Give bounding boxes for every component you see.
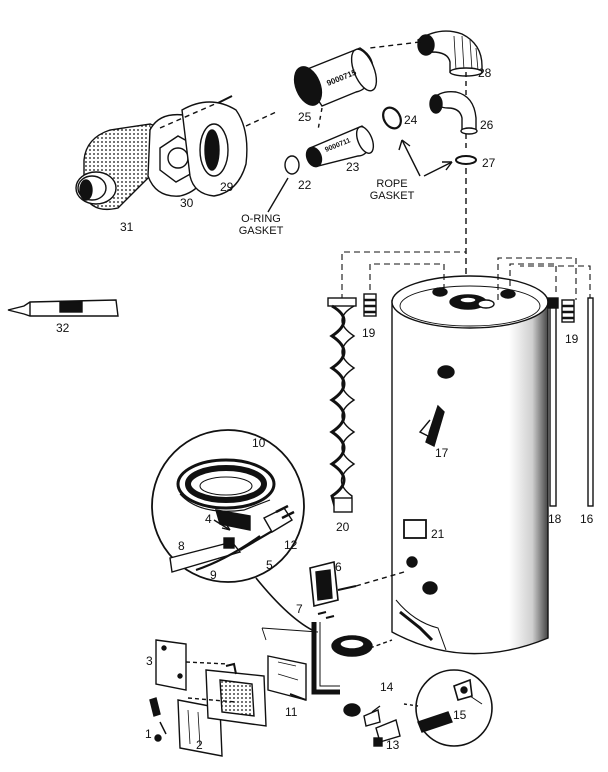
label-part-22: 22: [298, 178, 312, 192]
label-part-23: 23: [346, 160, 360, 174]
o-ring-callout-line: [267, 177, 289, 213]
label-part-24: 24: [404, 113, 418, 127]
label-part-2: 2: [196, 738, 203, 752]
label-part-19-right: 19: [565, 332, 579, 346]
label-part-15: 15: [453, 708, 467, 722]
rope-gasket-caption: ROPE GASKET: [364, 178, 420, 202]
gasket-27: [455, 155, 477, 165]
label-part-25: 25: [298, 110, 312, 124]
label-part-3: 3: [146, 654, 153, 668]
rope-caption-line1: ROPE: [376, 178, 408, 190]
label-part-18: 18: [548, 512, 562, 526]
vent-pipe-25: [293, 47, 378, 107]
fitting-13: [373, 719, 401, 747]
nipple-19-left: [363, 293, 377, 317]
label-part-9: 9: [210, 568, 217, 582]
label-part-29: 29: [220, 180, 234, 194]
label-part-21: 21: [431, 527, 445, 541]
panel-assembly: [205, 662, 267, 727]
anode-rod-20: [327, 297, 357, 513]
label-part-19-left: 19: [362, 326, 376, 340]
label-part-6: 6: [335, 560, 342, 574]
tube-32: [7, 299, 119, 317]
label-part-7: 7: [296, 602, 303, 616]
label-part-28: 28: [478, 66, 492, 80]
detail-circle-burner: [151, 429, 305, 583]
elbow-26: [429, 90, 478, 135]
oring-caption-line1: O-RING: [241, 213, 281, 225]
nipple-19-right: [561, 299, 575, 323]
rope-gasket-arrow-a: [401, 139, 421, 177]
fitting-14: [343, 703, 381, 727]
oring-gasket-caption: O-RING GASKET: [234, 213, 288, 237]
label-part-11: 11: [285, 705, 298, 719]
control-6: [309, 561, 405, 607]
label-part-16: 16: [580, 512, 594, 526]
label-part-8: 8: [178, 539, 185, 553]
vent-pipe-23: [305, 125, 375, 168]
flex-elbow-28: [417, 30, 483, 77]
label-part-14: 14: [380, 680, 394, 694]
label-part-4: 4: [205, 512, 212, 526]
rope-gasket-24: [382, 106, 402, 130]
label-part-32: 32: [56, 321, 70, 335]
dip-tube-18: [547, 297, 559, 507]
label-part-1: 1: [145, 727, 152, 741]
rope-gasket-arrow-b: [423, 161, 453, 177]
o-ring-22: [284, 155, 300, 175]
pilot-assembly-7: [311, 611, 393, 695]
detail-circle-drain: [415, 669, 493, 747]
label-part-10: 10: [252, 436, 266, 450]
screw-1: [149, 697, 167, 742]
tank-connection-lines: [341, 251, 591, 300]
water-heater-tank: [391, 275, 549, 655]
label-part-26: 26: [480, 118, 494, 132]
oring-caption-line2: GASKET: [238, 225, 284, 237]
label-part-20: 20: [336, 520, 350, 534]
bracket-11: [267, 655, 307, 701]
outer-door-29: [181, 101, 248, 197]
label-part-30: 30: [180, 196, 194, 210]
rod-16: [587, 297, 594, 507]
label-part-31: 31: [120, 220, 134, 234]
label-part-5: 5: [266, 558, 273, 572]
label-part-27: 27: [482, 156, 496, 170]
door-screw: [219, 95, 233, 103]
label-part-17: 17: [435, 446, 449, 460]
rope-caption-line2: GASKET: [369, 190, 415, 202]
label-part-13: 13: [386, 738, 400, 752]
panel-3: [155, 639, 187, 691]
label-part-12: 12: [284, 538, 298, 552]
